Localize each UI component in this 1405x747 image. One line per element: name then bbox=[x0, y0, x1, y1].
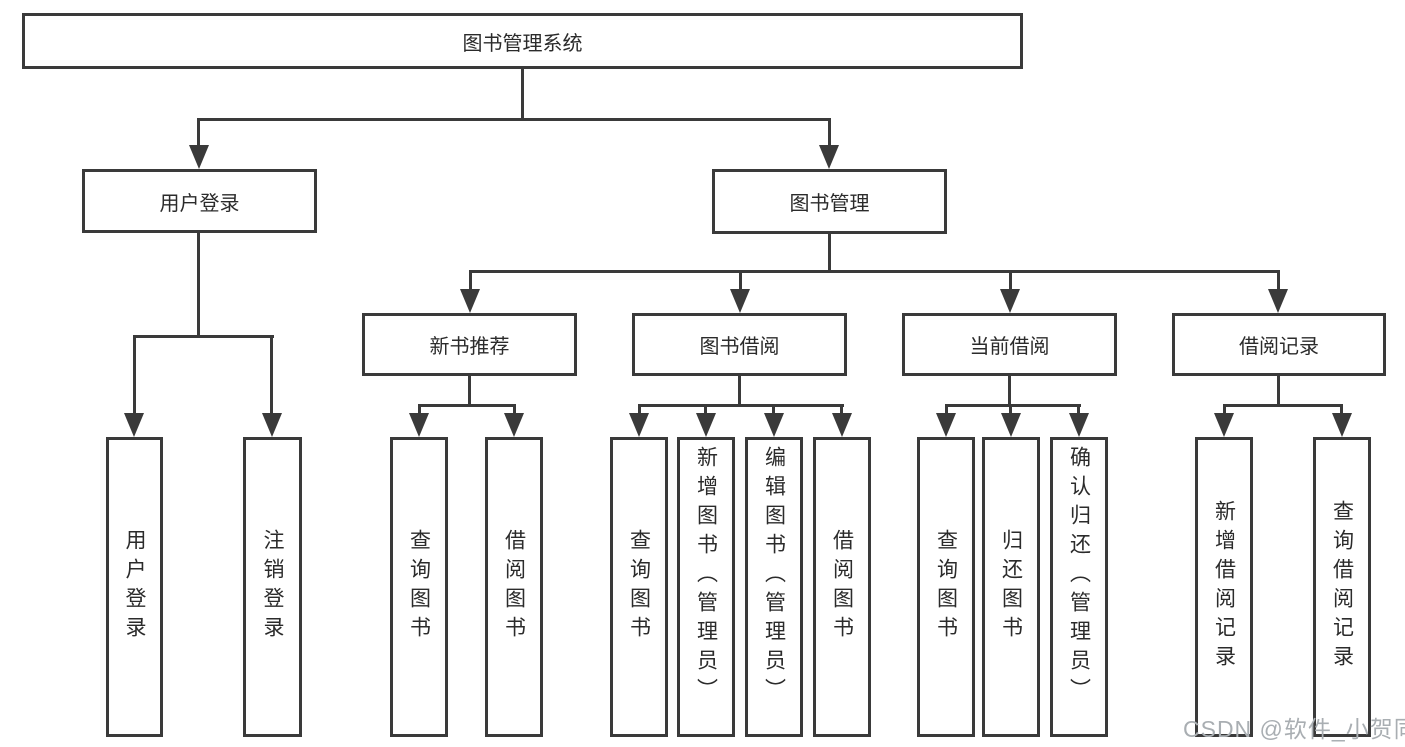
leaf-label: 借阅图书 bbox=[502, 529, 526, 645]
connector-stem bbox=[738, 376, 741, 407]
arrow-down-icon bbox=[1332, 413, 1352, 437]
arrow-down-icon bbox=[730, 289, 750, 313]
leaf-return-books: 归还图书 bbox=[982, 437, 1040, 737]
connector-hbar bbox=[945, 404, 1081, 407]
connector-drop-leaf bbox=[513, 404, 516, 416]
arrow-down-icon bbox=[189, 145, 209, 169]
leaf-query-books-borrowing: 查询图书 bbox=[610, 437, 668, 737]
node-label: 当前借阅 bbox=[969, 336, 1050, 358]
leaf-user-login: 用户登录 bbox=[106, 437, 163, 737]
connector-stem bbox=[1008, 376, 1011, 407]
connector-root-hbar bbox=[197, 118, 831, 121]
leaf-query-borrow-record: 查询借阅记录 bbox=[1313, 437, 1371, 737]
leaf-label: 查询图书 bbox=[407, 529, 431, 645]
arrow-down-icon bbox=[1214, 413, 1234, 437]
arrow-down-icon bbox=[504, 413, 524, 437]
leaf-label: 编辑图书（管理员） bbox=[762, 446, 786, 707]
connector-stem bbox=[468, 376, 471, 407]
node-user-login: 用户登录 bbox=[82, 169, 317, 233]
connector-user-login-stem bbox=[197, 233, 200, 337]
node-label: 图书借阅 bbox=[699, 336, 780, 358]
arrow-down-icon bbox=[1001, 413, 1021, 437]
arrow-down-icon bbox=[1000, 289, 1020, 313]
node-label: 新书推荐 bbox=[429, 336, 510, 358]
node-label: 借阅记录 bbox=[1239, 336, 1319, 358]
connector-drop-leaf bbox=[133, 335, 136, 415]
leaf-edit-book-admin: 编辑图书（管理员） bbox=[745, 437, 803, 737]
arrow-down-icon bbox=[262, 413, 282, 437]
watermark: CSDN @软件_小贺同学 bbox=[1183, 716, 1405, 742]
connector-root-stem bbox=[521, 67, 524, 119]
connector-user-login-hbar bbox=[133, 335, 274, 338]
connector-drop-leaf bbox=[1223, 404, 1226, 416]
arrow-down-icon bbox=[1069, 413, 1089, 437]
node-root: 图书管理系统 bbox=[22, 13, 1023, 69]
leaf-label: 查询图书 bbox=[934, 529, 958, 645]
connector-stem bbox=[1277, 376, 1280, 407]
connector-hbar bbox=[1223, 404, 1343, 407]
connector-hbar bbox=[638, 404, 844, 407]
leaf-label: 归还图书 bbox=[999, 529, 1023, 645]
leaf-label: 查询图书 bbox=[627, 529, 651, 645]
node-borrowing-records: 借阅记录 bbox=[1172, 313, 1386, 376]
connector-drop-leaf bbox=[704, 404, 707, 416]
connector-drop-leaf bbox=[1340, 404, 1343, 416]
connector-drop-leaf bbox=[418, 404, 421, 416]
connector-drop-leaf bbox=[1077, 404, 1080, 416]
connector-drop-leaf bbox=[772, 404, 775, 416]
leaf-label: 新增借阅记录 bbox=[1212, 500, 1236, 674]
leaf-label: 注销登录 bbox=[261, 529, 284, 645]
leaf-query-books-current: 查询图书 bbox=[917, 437, 975, 737]
leaf-add-book-admin: 新增图书（管理员） bbox=[677, 437, 735, 737]
arrow-down-icon bbox=[124, 413, 144, 437]
connector-drop-leaf bbox=[1009, 404, 1012, 416]
leaf-add-borrow-record: 新增借阅记录 bbox=[1195, 437, 1253, 737]
connector-drop-user-login bbox=[197, 118, 200, 146]
node-current-borrowing: 当前借阅 bbox=[902, 313, 1117, 376]
connector-drop-leaf bbox=[638, 404, 641, 416]
arrow-down-icon bbox=[819, 145, 839, 169]
connector-drop-borrow-records bbox=[1277, 270, 1280, 292]
connector-book-management-stem bbox=[828, 234, 831, 272]
node-book-management: 图书管理 bbox=[712, 169, 947, 234]
connector-book-management-hbar bbox=[469, 270, 1280, 273]
arrow-down-icon bbox=[832, 413, 852, 437]
connector-drop-new-book bbox=[469, 270, 472, 292]
connector-hbar bbox=[418, 404, 516, 407]
leaf-label: 确认归还（管理员） bbox=[1067, 446, 1091, 707]
leaf-query-books-recommend: 查询图书 bbox=[390, 437, 448, 737]
node-label: 图书管理系统 bbox=[462, 32, 583, 55]
arrow-down-icon bbox=[764, 413, 784, 437]
leaf-label: 查询借阅记录 bbox=[1330, 500, 1354, 674]
arrow-down-icon bbox=[936, 413, 956, 437]
connector-drop-current-borrow bbox=[1009, 270, 1012, 292]
connector-drop-book-management bbox=[828, 118, 831, 146]
node-book-borrowing: 图书借阅 bbox=[632, 313, 847, 376]
connector-drop-leaf bbox=[945, 404, 948, 416]
connector-drop-leaf bbox=[270, 335, 273, 415]
arrow-down-icon bbox=[409, 413, 429, 437]
leaf-confirm-return-admin: 确认归还（管理员） bbox=[1050, 437, 1108, 737]
arrow-down-icon bbox=[629, 413, 649, 437]
arrow-down-icon bbox=[696, 413, 716, 437]
arrow-down-icon bbox=[460, 289, 480, 313]
leaf-label: 新增图书（管理员） bbox=[694, 446, 718, 707]
leaf-label: 用户登录 bbox=[123, 529, 146, 645]
node-new-book-recommendation: 新书推荐 bbox=[362, 313, 577, 376]
connector-drop-book-borrow bbox=[739, 270, 742, 292]
leaf-label: 借阅图书 bbox=[830, 529, 854, 645]
leaf-borrow-books-recommend: 借阅图书 bbox=[485, 437, 543, 737]
leaf-borrow-books-borrowing: 借阅图书 bbox=[813, 437, 871, 737]
node-label: 图书管理 bbox=[789, 193, 870, 215]
leaf-logout: 注销登录 bbox=[243, 437, 302, 737]
node-label: 用户登录 bbox=[159, 192, 240, 215]
connector-drop-leaf bbox=[840, 404, 843, 416]
arrow-down-icon bbox=[1268, 289, 1288, 313]
